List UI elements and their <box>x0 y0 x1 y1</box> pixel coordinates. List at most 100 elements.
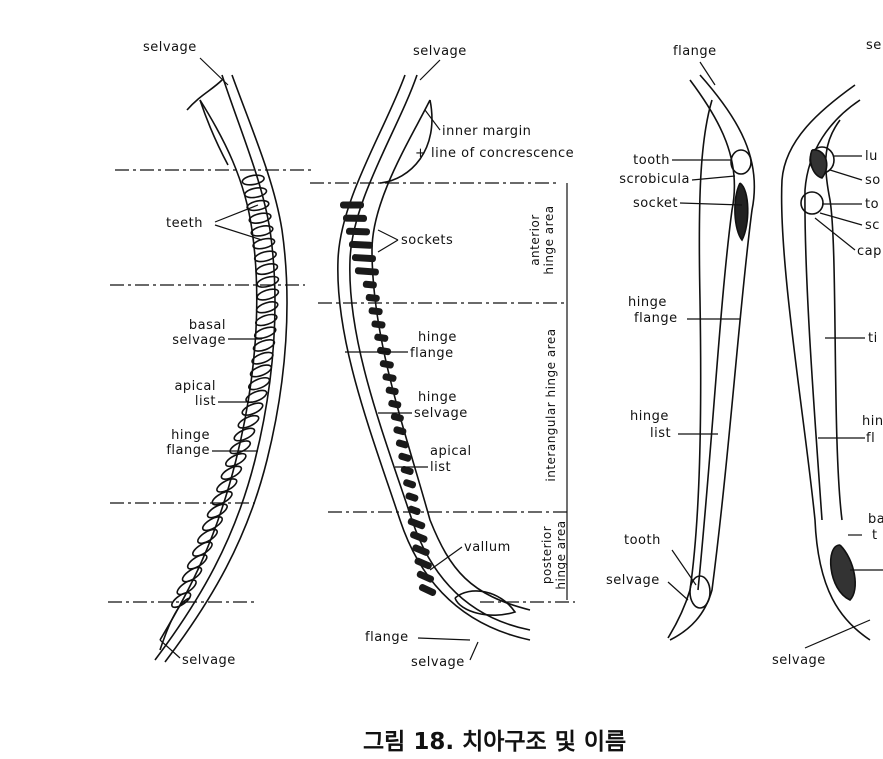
label-hinge: hinge <box>418 390 457 405</box>
label-to: to <box>865 197 880 212</box>
socket <box>407 505 421 516</box>
socket <box>371 320 386 329</box>
socket <box>354 267 379 276</box>
tooth <box>248 212 272 224</box>
tooth <box>241 174 265 186</box>
label-apical: apical <box>430 444 472 459</box>
label-tooth: tooth <box>624 533 661 548</box>
tooth <box>252 339 276 352</box>
tooth <box>245 389 268 404</box>
socket <box>410 531 428 543</box>
socket <box>414 557 432 570</box>
label-selvage: selvage <box>143 40 197 55</box>
area-text: posterior <box>540 525 554 585</box>
label-ba: ba <box>868 512 883 527</box>
label-apical-list: list <box>194 394 216 409</box>
tooth <box>224 452 247 468</box>
label-flange: flange <box>673 44 717 59</box>
area-text: hinge area <box>542 205 556 275</box>
label-selvage: selvage <box>606 573 660 588</box>
socket <box>362 280 377 289</box>
tooth <box>220 465 243 480</box>
label-ti: ti <box>868 331 878 346</box>
label-basal-selvage: selvage <box>172 333 226 348</box>
panel-b-shell <box>337 74 531 641</box>
label-hinge: hinge <box>171 428 210 443</box>
tooth <box>192 541 213 557</box>
tooth <box>206 503 228 519</box>
label-cap: cap <box>857 244 882 259</box>
label-hinge-flange: flange <box>634 311 678 326</box>
panel-a-teeth <box>171 174 280 609</box>
socket <box>340 201 364 209</box>
label-apical-list: list <box>430 460 452 475</box>
socket <box>342 214 368 222</box>
socket <box>345 227 371 236</box>
socket <box>405 492 419 502</box>
label-hinge-flange: flange <box>410 346 454 361</box>
tooth <box>253 250 277 263</box>
label-hinge: hinge <box>628 295 667 310</box>
label-hin: hin <box>862 414 883 429</box>
label-selvage: selvage <box>413 44 467 59</box>
socket <box>374 333 389 342</box>
panel-a-shell <box>154 74 288 663</box>
tooth <box>248 376 271 391</box>
label-sockets: sockets <box>401 233 454 248</box>
tooth <box>197 528 218 545</box>
area-text: anterior <box>528 214 542 266</box>
socket <box>418 584 437 596</box>
label-inner-margin: inner margin <box>442 124 532 139</box>
tooth <box>211 490 233 506</box>
socket <box>395 439 409 449</box>
tooth <box>171 591 192 609</box>
label-sc: sc <box>865 218 880 233</box>
label-selvage: selvage <box>772 653 826 668</box>
socket <box>390 413 404 422</box>
socket <box>407 518 426 530</box>
label-apical: apical <box>174 379 216 394</box>
label-so: so <box>865 173 881 188</box>
tooth <box>252 237 276 250</box>
socket <box>348 240 373 249</box>
tooth <box>254 313 278 327</box>
label-hinge-flange: flange <box>166 443 210 458</box>
tooth <box>251 351 274 365</box>
tooth <box>216 478 238 493</box>
tooth <box>255 301 279 314</box>
socket <box>385 386 399 396</box>
label-scrobicula: scrobicula <box>619 172 690 187</box>
label-tooth: tooth <box>633 153 670 168</box>
socket <box>377 346 392 356</box>
label-line-of-concrescence: + line of concrescence <box>415 146 575 161</box>
figure-caption: 그림 18. 치아구조 및 이름 <box>363 729 627 755</box>
tooth <box>237 414 260 429</box>
socket <box>393 426 407 436</box>
label-interangular-hinge-area: interangular hinge area <box>544 328 558 482</box>
tooth <box>244 187 268 199</box>
tooth <box>176 579 197 596</box>
tooth <box>201 516 224 532</box>
label-hinge-selvage: selvage <box>414 406 468 421</box>
tooth <box>186 553 208 570</box>
tooth <box>241 402 264 416</box>
tooth <box>250 225 274 237</box>
panel-b-sockets <box>340 201 437 596</box>
label-se: se <box>866 38 882 53</box>
label-vallum: vallum <box>464 540 511 555</box>
label-hinge: hinge <box>630 409 669 424</box>
panel-d-shell <box>780 84 871 641</box>
label-socket: socket <box>632 196 678 211</box>
socket <box>403 479 417 489</box>
area-text: hinge area <box>554 520 568 590</box>
leader-lines <box>159 57 883 661</box>
tooth <box>256 275 280 288</box>
panel-c-shell <box>667 74 756 641</box>
socket <box>365 294 380 302</box>
label-fl: fl <box>866 431 876 446</box>
label-hinge-list: list <box>650 426 672 441</box>
tooth <box>246 199 270 212</box>
